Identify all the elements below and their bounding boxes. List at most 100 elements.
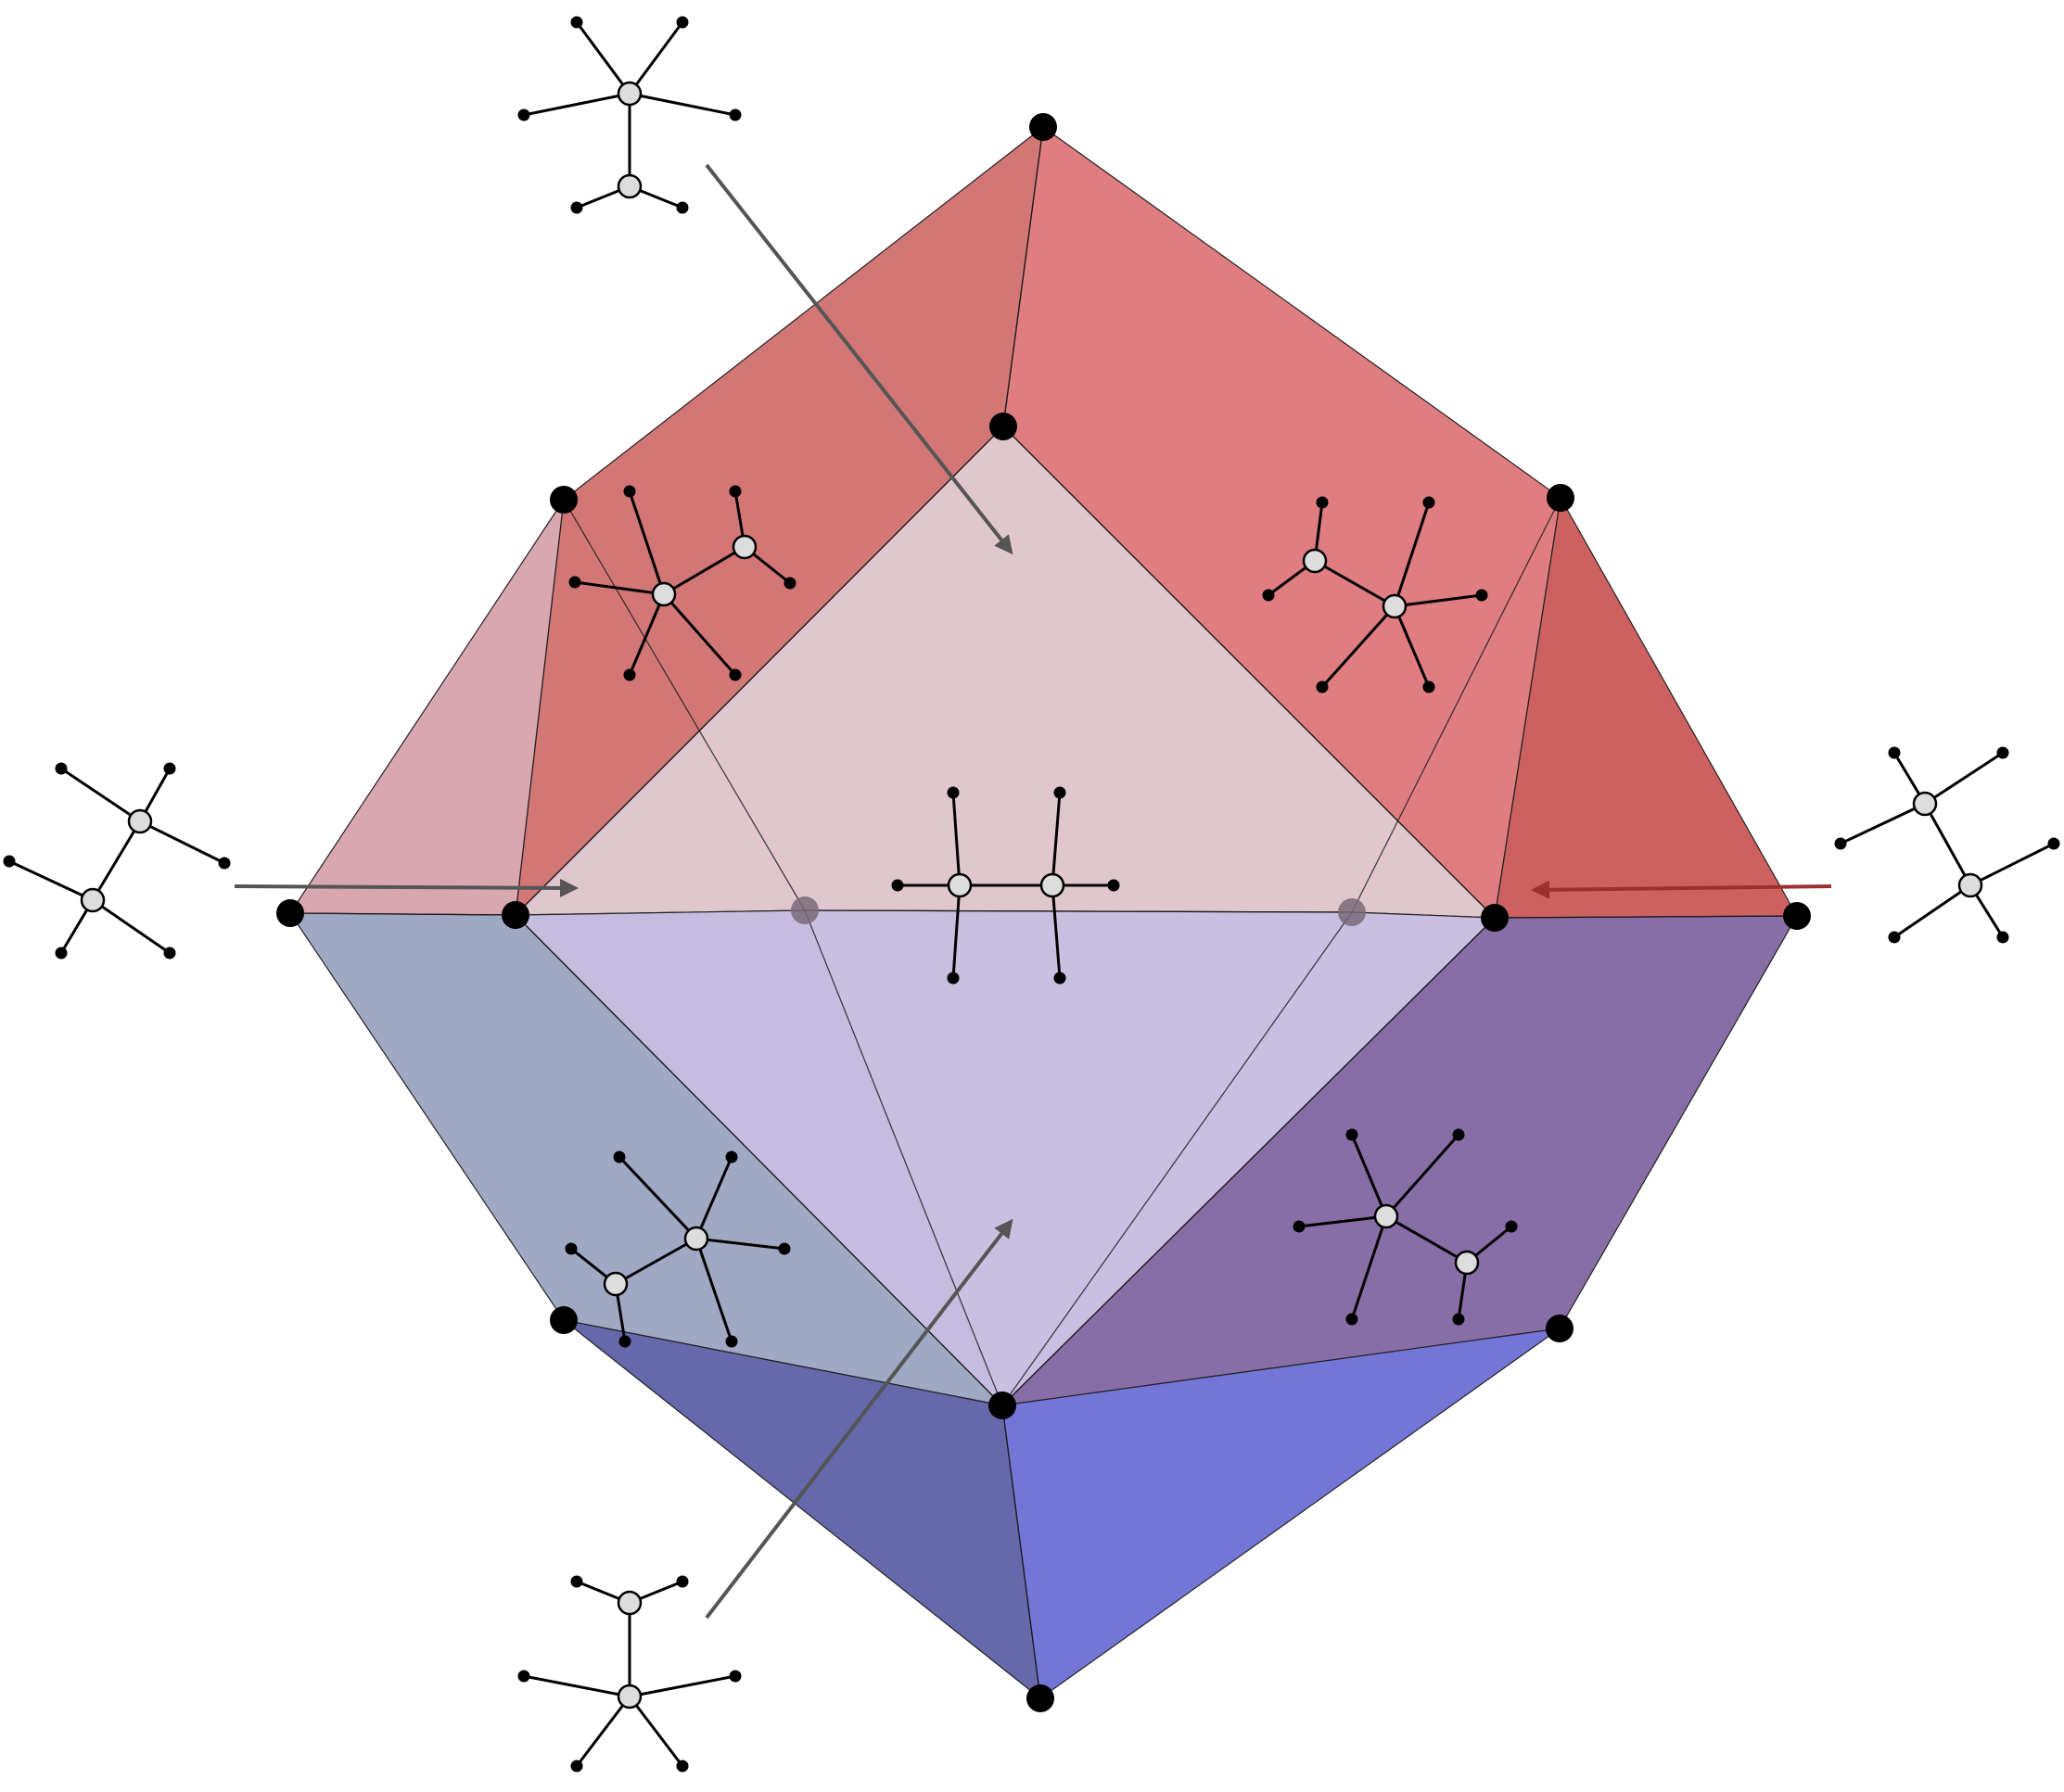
tree-leaf-edge	[574, 580, 665, 596]
vertex-ur	[1547, 484, 1574, 512]
vertex-ul	[550, 486, 578, 514]
vertex-il	[502, 901, 529, 929]
edges-layer	[289, 126, 1798, 1699]
tree-leaf	[565, 1242, 578, 1255]
upper-left-face	[289, 499, 565, 916]
tree-leaf-edge	[951, 792, 962, 886]
tree-internal-node	[1912, 791, 1938, 817]
faces-layer	[289, 126, 1798, 1699]
vertex-hidden-left	[791, 896, 819, 924]
tree-leaf-edge	[1051, 884, 1062, 979]
tree-leaf	[218, 857, 231, 870]
tree-leaf	[729, 1670, 742, 1683]
tree-leaf	[1107, 879, 1120, 892]
tree-upper-left	[568, 485, 796, 681]
tree-internal-node	[617, 1684, 643, 1709]
tree-leaf-edge	[1924, 751, 2004, 806]
tree-leaf-edge	[1393, 502, 1431, 607]
tree-leaf	[613, 1150, 626, 1163]
edge-9	[515, 914, 1003, 1406]
tree-leaf	[570, 16, 583, 29]
tree-leaf-edge	[1840, 802, 1926, 845]
tree-internal-node	[651, 581, 677, 607]
tree-leaf-edge	[1350, 1215, 1388, 1320]
vertex-l	[276, 899, 304, 927]
tree-outer-right	[1834, 746, 2060, 944]
tree-leaf-edge	[523, 1674, 631, 1698]
tree-leaf-edge	[575, 21, 631, 95]
arrow-bottom	[705, 1218, 1013, 1620]
tree-leaf-edge	[92, 898, 171, 955]
edge-11	[1494, 915, 1798, 919]
tree-leaf	[725, 1150, 738, 1163]
tree-internal-node	[1957, 872, 1983, 898]
tree-leaf	[947, 786, 960, 799]
tree-leaf	[163, 947, 176, 960]
tree-leaf	[676, 1575, 689, 1588]
tree-outer-bottom	[517, 1575, 742, 1773]
tree-outer-top	[517, 16, 742, 214]
tree-leaf-edge	[1394, 593, 1483, 608]
vertices-layer	[276, 113, 1811, 1712]
tree-internal-node	[1382, 593, 1408, 619]
trees-layer	[3, 16, 2060, 1773]
vertex-ib	[988, 1392, 1016, 1419]
tree-leaf	[2047, 837, 2060, 850]
tree-leaf	[778, 1242, 791, 1255]
tree-leaf	[1262, 589, 1275, 602]
tree-internal-node	[617, 1590, 643, 1616]
tree-internal-node	[80, 887, 106, 913]
tree-internal-node	[1454, 1250, 1480, 1276]
tree-internal-node	[617, 173, 643, 199]
tree-leaf	[947, 972, 960, 985]
tree-leaf	[618, 1335, 631, 1348]
arrow-top	[705, 163, 1013, 555]
vertex-hidden-right	[1338, 898, 1366, 926]
tree-leaf	[676, 201, 689, 214]
arrows-layer	[234, 163, 1832, 1620]
tree-leaf	[623, 668, 636, 681]
tree-leaf	[1505, 1220, 1518, 1233]
tree-internal-edge	[615, 1237, 697, 1286]
tree-leaf	[729, 485, 742, 498]
edge-1	[563, 499, 806, 911]
vertex-t	[1029, 113, 1057, 141]
tree-leaf	[676, 16, 689, 29]
tree-internal-edge	[1314, 559, 1395, 608]
tree-internal-node	[947, 872, 973, 898]
tree-leaf-edge	[618, 1155, 698, 1240]
tree-leaf	[784, 577, 796, 590]
tree-leaf-edge	[1969, 842, 2055, 887]
tree-lower-right	[1293, 1128, 1518, 1326]
tree-leaf	[3, 855, 16, 868]
tree-internal-edge	[1923, 803, 1972, 886]
tree-leaf	[1452, 1313, 1465, 1326]
tree-internal-node	[1302, 548, 1328, 574]
tree-leaf-edge	[628, 490, 666, 595]
tree-leaf-edge	[628, 593, 666, 676]
tree-leaf	[729, 668, 742, 681]
tree-leaf	[676, 1760, 689, 1773]
vertex-ir	[1481, 904, 1509, 932]
tree-internal-node	[1039, 872, 1065, 898]
tree-leaf	[1316, 496, 1329, 509]
tree-leaf-edge	[1350, 1134, 1388, 1217]
tree-leaf-edge	[695, 1237, 785, 1251]
tree-leaf	[1316, 680, 1329, 693]
tree-leaf-edge	[139, 820, 225, 865]
tree-outer-left	[3, 762, 231, 960]
tree-leaf	[1888, 931, 1901, 944]
tree-leaf-edge	[629, 1674, 736, 1698]
tree-leaf-edge	[694, 1238, 733, 1342]
tree-leaf	[55, 947, 68, 960]
tree-internal-edge	[1385, 1214, 1468, 1265]
tree-leaf	[1293, 1220, 1306, 1233]
edge-4	[1001, 911, 1353, 1406]
tree-internal-node	[683, 1226, 709, 1252]
tree-leaf-edge	[1893, 883, 1971, 939]
tree-internal-node	[617, 81, 643, 107]
tree-leaf-edge	[1384, 1134, 1460, 1217]
tree-internal-edge	[663, 545, 745, 596]
tree-leaf	[570, 201, 583, 214]
tree-leaf	[1345, 1313, 1358, 1326]
